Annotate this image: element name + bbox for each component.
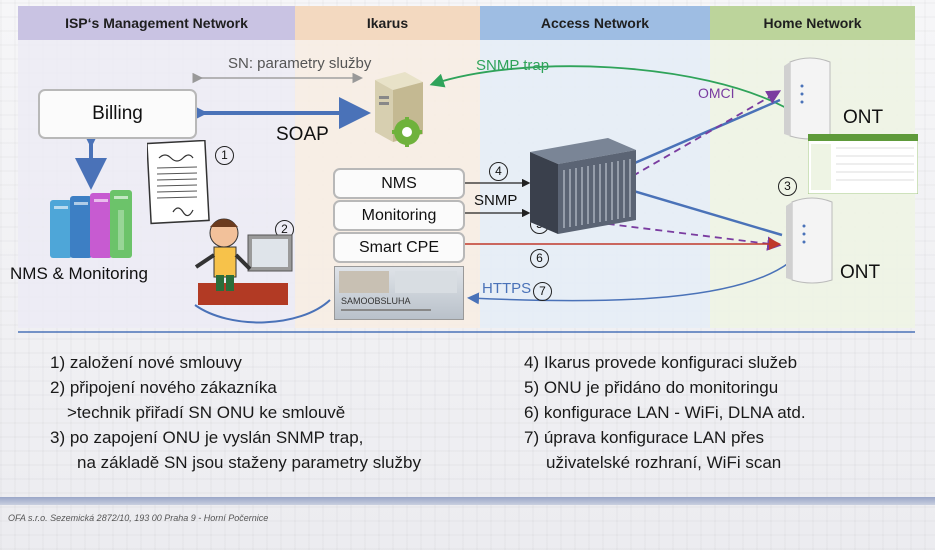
- server-cabinets-icon: [50, 190, 132, 258]
- column-header-isp: ISP‘s Management Network: [18, 6, 295, 40]
- ikarus-server-icon: [375, 72, 423, 147]
- samoobsluha-label: SAMOOBSLUHA: [341, 296, 411, 306]
- legend-item-5: 5) ONU je přidáno do monitoringu: [524, 378, 779, 397]
- nms-monitoring-label: NMS & Monitoring: [10, 264, 148, 283]
- footer-address: OFA s.r.o. Sezemická 2872/10, 193 00 Pra…: [8, 513, 269, 523]
- legend-item-2: 2) připojení nového zákazníka: [50, 378, 277, 397]
- technician-icon: [194, 218, 293, 305]
- ont-config-screenshot-icon: [808, 134, 918, 194]
- ont-top-label: ONT: [843, 107, 884, 128]
- legend-item-3: 3) po zapojení ONU je vyslán SNMP trap,: [50, 428, 364, 447]
- legend-item-7-detail: uživatelské rozhraní, WiFi scan: [546, 453, 782, 472]
- soap-label: SOAP: [276, 124, 329, 145]
- nms-box: NMS: [333, 168, 465, 199]
- monitoring-label: Monitoring: [361, 207, 437, 224]
- column-header-home: Home Network: [710, 6, 915, 40]
- monitoring-box: Monitoring: [333, 200, 465, 231]
- smart-cpe-box: Smart CPE: [333, 232, 465, 263]
- legend-left: 1) založení nové smlouvy 2) připojení no…: [50, 350, 421, 475]
- snmp-trap-label: SNMP trap: [476, 57, 550, 74]
- olt-chassis-icon: [530, 138, 636, 234]
- snmp-label: SNMP: [474, 192, 518, 209]
- legend-right: 4) Ikarus provede konfiguraci služeb 5) …: [524, 350, 806, 475]
- legend-item-1: 1) založení nové smlouvy: [50, 353, 242, 372]
- step-3: 3: [778, 177, 797, 196]
- footer-bar: [0, 497, 935, 505]
- smart-cpe-label: Smart CPE: [358, 239, 439, 256]
- legend-item-4: 4) Ikarus provede konfiguraci služeb: [524, 353, 798, 372]
- nms-label: NMS: [381, 175, 417, 192]
- step-4: 4: [489, 162, 508, 181]
- column-header-ikarus: Ikarus: [295, 6, 480, 40]
- legend-item-6: 6) konfigurace LAN - WiFi, DLNA atd.: [524, 403, 806, 422]
- step-1: 1: [215, 146, 234, 165]
- column-header-access: Access Network: [480, 6, 710, 40]
- ont-router-icon: [784, 57, 831, 140]
- billing-box: Billing: [38, 89, 197, 139]
- billing-label: Billing: [92, 103, 143, 124]
- https-label: HTTPS: [482, 280, 532, 297]
- omci-label: OMCI: [698, 85, 735, 101]
- step-6: 6: [530, 249, 549, 268]
- sn-params-label: SN: parametry služby: [228, 55, 372, 72]
- legend-item-2-detail: >technik přiřadí SN ONU ke smlouvě: [67, 403, 346, 422]
- ont-router-icon: [786, 197, 833, 284]
- legend-item-3-detail: na základě SN jsou staženy parametry slu…: [77, 453, 421, 472]
- step-7: 7: [533, 282, 552, 301]
- technician-swoosh: [194, 299, 331, 324]
- web-portal-icon: SAMOOBSLUHA: [334, 266, 464, 320]
- legend-item-7: 7) úprava konfigurace LAN přes: [524, 428, 765, 447]
- https-arrow: [467, 261, 791, 305]
- fiber-line-bottom: [629, 188, 783, 237]
- fiber-line-top: [629, 98, 781, 167]
- snmp-trap-arrow: [429, 65, 791, 111]
- ont-bottom-label: ONT: [840, 262, 881, 283]
- contract-document-icon: [147, 140, 210, 225]
